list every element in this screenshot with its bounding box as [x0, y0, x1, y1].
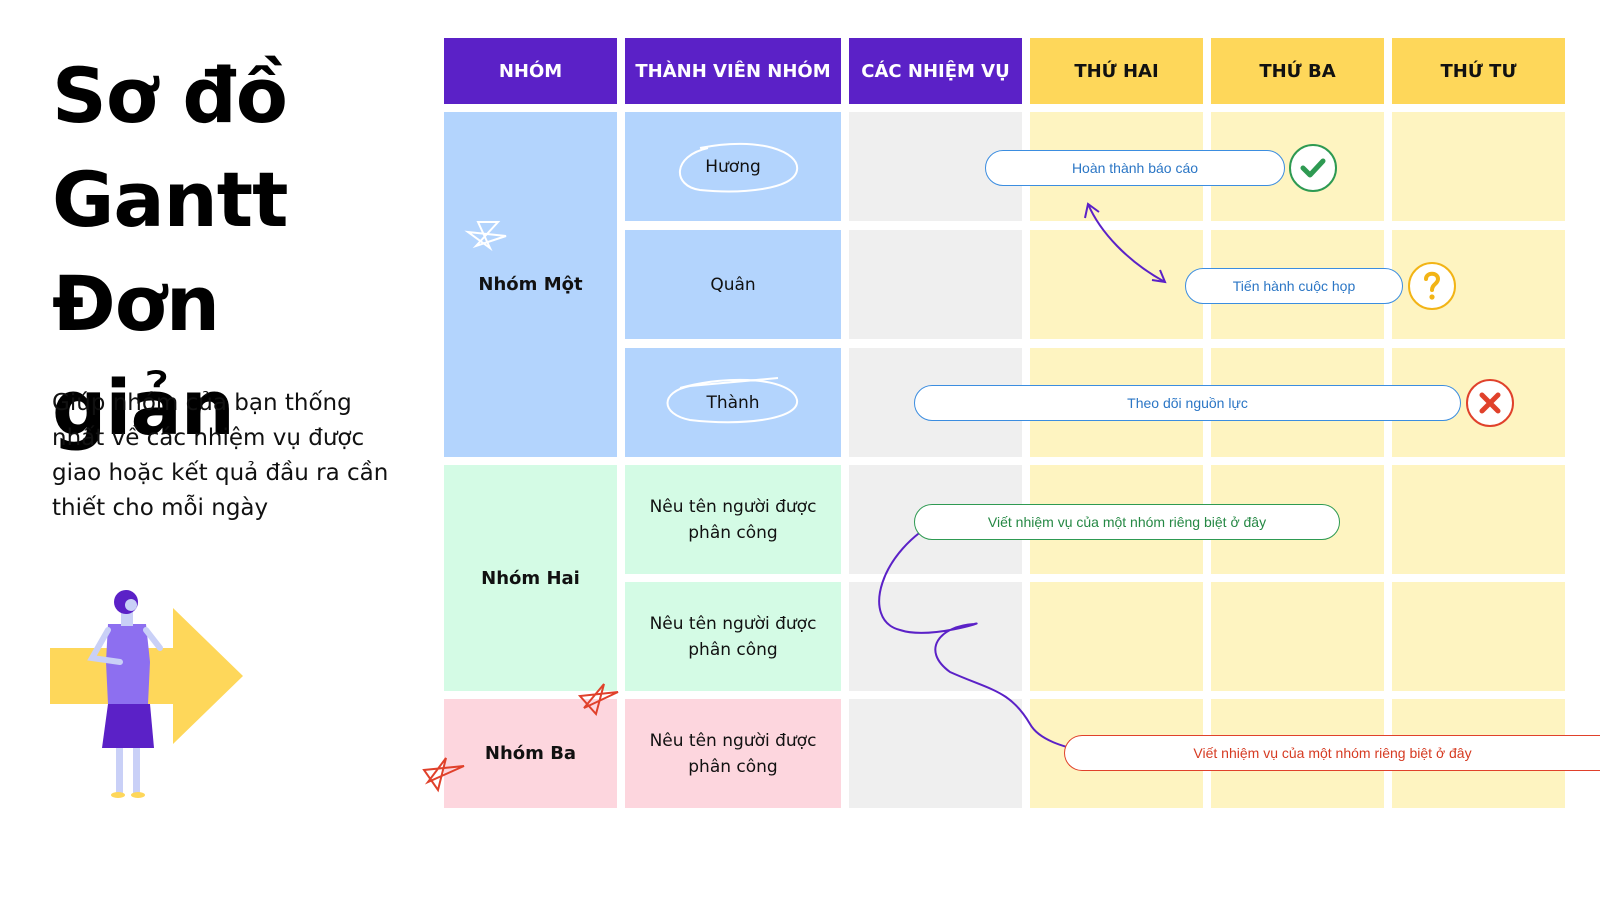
member-cell: Nêu tên người được phân công: [625, 465, 841, 574]
member-cell: Thành: [625, 348, 841, 457]
group-three-cell: Nhóm Ba: [444, 699, 617, 808]
member-cell: Quân: [625, 230, 841, 339]
subtitle: Giúp nhóm của bạn thống nhất về các nhiệ…: [52, 390, 389, 521]
task-cell: [849, 230, 1022, 339]
title-line-2: Gantt: [52, 155, 288, 244]
day-cell: [1392, 582, 1565, 691]
task-pill-group-two[interactable]: Viết nhiệm vụ của một nhóm riêng biệt ở …: [914, 504, 1340, 540]
task-cell: [849, 582, 1022, 691]
check-icon: [1289, 144, 1337, 192]
group-two-cell: Nhóm Hai: [444, 465, 617, 691]
day-cell: [1211, 582, 1384, 691]
header-group: NHÓM: [444, 38, 617, 104]
task-pill-complete-report[interactable]: Hoàn thành báo cáo: [985, 150, 1285, 186]
person-with-arrow-illustration: [50, 590, 243, 798]
day-cell: [1392, 465, 1565, 574]
day-cell: [1392, 112, 1565, 221]
task-pill-hold-meeting[interactable]: Tiến hành cuộc họp: [1185, 268, 1403, 304]
day-cell: [1030, 230, 1203, 339]
cross-icon: [1466, 379, 1514, 427]
task-cell: [849, 699, 1022, 808]
header-members: THÀNH VIÊN NHÓM: [625, 38, 841, 104]
page-title: Sơ đồ Gantt Đơn giản: [52, 44, 412, 460]
task-pill-track-resources[interactable]: Theo dõi nguồn lực: [914, 385, 1461, 421]
group-one-cell: Nhóm Một: [444, 112, 617, 457]
member-cell: Nêu tên người được phân công: [625, 699, 841, 808]
question-icon: [1408, 262, 1456, 310]
header-monday: THỨ HAI: [1030, 38, 1203, 104]
header-wednesday: THỨ TƯ: [1392, 38, 1565, 104]
task-pill-group-three[interactable]: Viết nhiệm vụ của một nhóm riêng biệt ở …: [1064, 735, 1600, 771]
member-cell: Hương: [625, 112, 841, 221]
member-cell: Nêu tên người được phân công: [625, 582, 841, 691]
header-tasks: CÁC NHIỆM VỤ: [849, 38, 1022, 104]
header-tuesday: THỨ BA: [1211, 38, 1384, 104]
title-line-3: Đơn giản: [52, 259, 235, 452]
title-line-1: Sơ đồ: [52, 51, 288, 140]
day-cell: [1030, 582, 1203, 691]
